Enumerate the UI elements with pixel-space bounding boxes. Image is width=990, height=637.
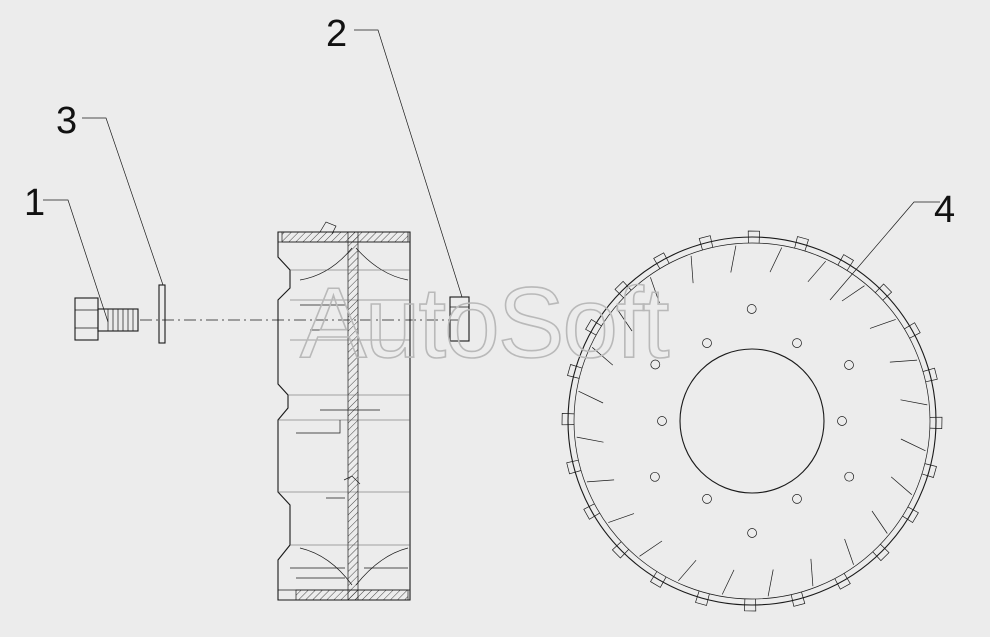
- rim-notch: [698, 235, 714, 251]
- mounting-hole: [844, 360, 854, 370]
- blade-line: [900, 399, 928, 406]
- blade-line: [578, 390, 604, 404]
- rim-notch: [585, 319, 602, 336]
- rim-notch: [695, 590, 710, 606]
- rim-notch: [921, 463, 937, 478]
- blade-line: [807, 260, 826, 283]
- blade-line: [730, 245, 737, 273]
- blade-line: [871, 510, 888, 534]
- rim-notch: [583, 503, 600, 520]
- blade-line: [616, 308, 633, 332]
- fan-front-view: [561, 230, 943, 612]
- blade-line: [576, 436, 604, 443]
- rim-notch: [653, 252, 670, 269]
- callout-3: 3: [56, 100, 77, 142]
- blade-line: [586, 479, 615, 483]
- blade-line: [841, 285, 865, 302]
- mounting-hole: [747, 528, 757, 538]
- fan-side-view: [277, 221, 411, 601]
- rim-notch: [566, 459, 582, 475]
- callout-2: 2: [326, 13, 347, 55]
- blade-line: [844, 538, 854, 565]
- mounting-hole: [792, 494, 802, 504]
- blade-line: [690, 255, 694, 284]
- mounting-hole: [844, 471, 855, 482]
- callout-4: 4: [934, 189, 955, 231]
- blade-line: [608, 513, 635, 523]
- rim-notch: [904, 322, 921, 339]
- blade-line: [869, 319, 896, 329]
- blade-line: [900, 438, 926, 452]
- rim-notch: [790, 591, 806, 607]
- rim-notch: [611, 541, 629, 559]
- blade-line: [678, 559, 697, 582]
- rim-notch: [561, 413, 575, 426]
- rim-notch: [875, 283, 893, 301]
- rim-notch: [929, 416, 943, 429]
- rim-notch: [650, 571, 667, 588]
- blade-line: [767, 569, 774, 597]
- mounting-hole: [837, 416, 847, 426]
- washer-part: [158, 284, 166, 344]
- mounting-hole: [702, 338, 712, 348]
- leader-lines: [43, 29, 940, 323]
- rim-notch: [747, 230, 760, 244]
- mounting-hole: [702, 494, 712, 504]
- rim-notch: [902, 506, 919, 523]
- rim-notch: [794, 236, 809, 252]
- blade-line: [721, 569, 735, 595]
- blade-line: [639, 540, 663, 557]
- rim-notch: [744, 598, 757, 612]
- mounting-hole: [657, 416, 667, 426]
- blade-line: [810, 558, 814, 587]
- mounting-hole: [746, 304, 757, 314]
- rim-notch: [837, 254, 854, 271]
- blade-line: [769, 247, 783, 273]
- mounting-hole: [650, 471, 660, 482]
- rim-notch: [614, 280, 632, 298]
- rim-notch: [872, 544, 890, 562]
- blade-line: [890, 476, 913, 495]
- mounting-hole: [650, 359, 661, 370]
- blade-line: [889, 359, 918, 363]
- callout-1: 1: [24, 182, 45, 224]
- bolt-part: [74, 297, 139, 341]
- blade-line: [591, 347, 614, 366]
- rim-notch: [834, 573, 851, 590]
- rim-notch: [567, 364, 583, 379]
- rim-notch: [922, 367, 938, 383]
- blade-line: [650, 277, 660, 304]
- watermark-text: AutoSoft: [300, 267, 670, 379]
- mounting-hole: [792, 338, 802, 348]
- insert-part: [449, 296, 470, 342]
